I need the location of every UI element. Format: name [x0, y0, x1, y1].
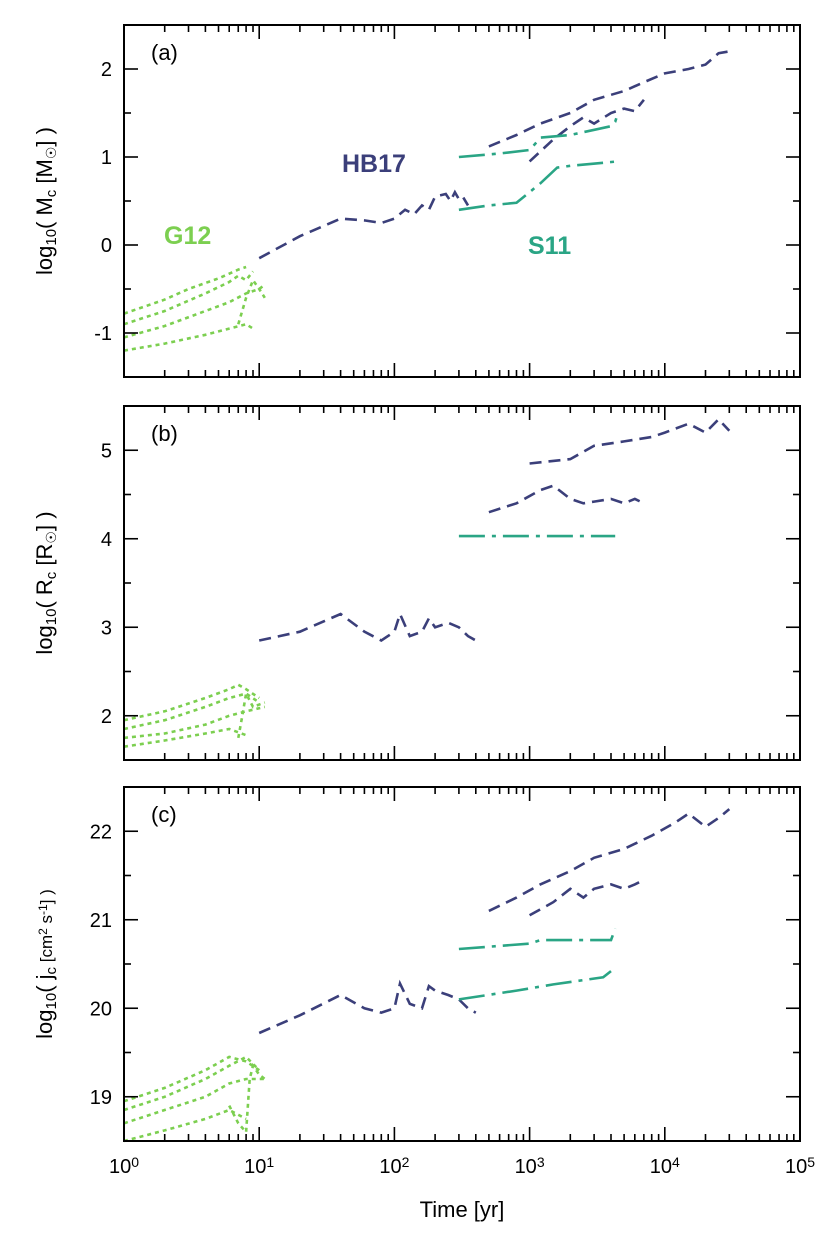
series-label-s11: S11 — [528, 232, 571, 260]
y-tick-label: 5 — [101, 440, 112, 462]
series-hb17-line-1 — [529, 417, 731, 465]
series-hb17-line-2 — [528, 878, 645, 917]
series-hb17-line-0 — [258, 189, 470, 260]
x-tick-label: 103 — [515, 1154, 545, 1178]
y-tick-label: 0 — [101, 235, 112, 257]
x-tick-label: 105 — [785, 1154, 815, 1178]
series-hb17-line-1 — [488, 808, 731, 913]
series-g12-line-7 — [123, 1077, 265, 1125]
series-g12-line-9 — [228, 1062, 266, 1136]
series-g12-line-6 — [123, 705, 266, 740]
y-tick-label: 22 — [90, 821, 112, 843]
series-g12-line-6 — [123, 270, 255, 326]
y-tick-label: 3 — [101, 617, 112, 639]
series-g12-line-5 — [123, 265, 247, 315]
x-tick-label: 100 — [109, 1154, 139, 1178]
series-s11-line-4 — [458, 160, 619, 212]
y-tick-label: 1 — [101, 147, 112, 169]
y-tick-label: 4 — [101, 529, 112, 551]
series-label-g12: G12 — [164, 222, 211, 250]
plot-frame — [123, 405, 801, 761]
series-g12-line-4 — [123, 683, 260, 722]
panel-label: (b) — [151, 421, 178, 446]
series-hb17-line-2 — [488, 484, 645, 514]
y-tick-label: 2 — [101, 706, 112, 728]
series-hb17-line-0 — [258, 979, 477, 1035]
series-g12-line-5 — [123, 1055, 260, 1103]
series-hb17-line-0 — [258, 610, 477, 643]
y-tick-label: 21 — [90, 910, 112, 932]
plot-frame — [123, 786, 801, 1142]
panel-b: 2 3 4 5 (b) log10( Rc [R☉] ) — [32, 405, 801, 761]
series-g12-line-7 — [123, 727, 247, 748]
series-g12-line-6 — [123, 1055, 261, 1112]
y-axis-label: log10( Mc [M☉] ) — [32, 127, 60, 275]
x-tick-label: 102 — [379, 1154, 409, 1178]
x-tick-label: 101 — [244, 1154, 274, 1178]
y-axis-label: log10( Rc [R☉] ) — [32, 511, 60, 654]
series-s11-line-3 — [458, 112, 620, 159]
series-label-hb17: HB17 — [342, 150, 406, 178]
series-s11-line-4 — [458, 970, 612, 1001]
series-g12-line-8 — [123, 1108, 247, 1143]
series-g12-line-8 — [237, 689, 266, 739]
panel-label: (a) — [151, 40, 178, 65]
series-hb17-line-1 — [488, 50, 730, 148]
plot-frame — [123, 24, 801, 378]
y-tick-label: 2 — [101, 59, 112, 81]
y-tick-label: 19 — [90, 1087, 112, 1109]
series-s11-line-3 — [458, 928, 617, 951]
x-tick-label: 104 — [650, 1154, 680, 1178]
panel-c: 19 20 21 22 (c) log10( jc [cm2 s-1] ) — [32, 786, 801, 1143]
y-tick-label: -1 — [94, 323, 112, 345]
y-tick-label: 20 — [90, 998, 112, 1020]
y-axis-label: log10( jc [cm2 s-1] ) — [32, 889, 60, 1039]
series-g12-line-5 — [123, 692, 260, 731]
series-g12-line-7 — [123, 283, 266, 339]
x-axis-label: Time [yr] — [420, 1197, 505, 1222]
panel-label: (c) — [151, 802, 177, 827]
series-g12-line-9 — [237, 277, 266, 325]
series-g12-line-8 — [123, 322, 254, 352]
